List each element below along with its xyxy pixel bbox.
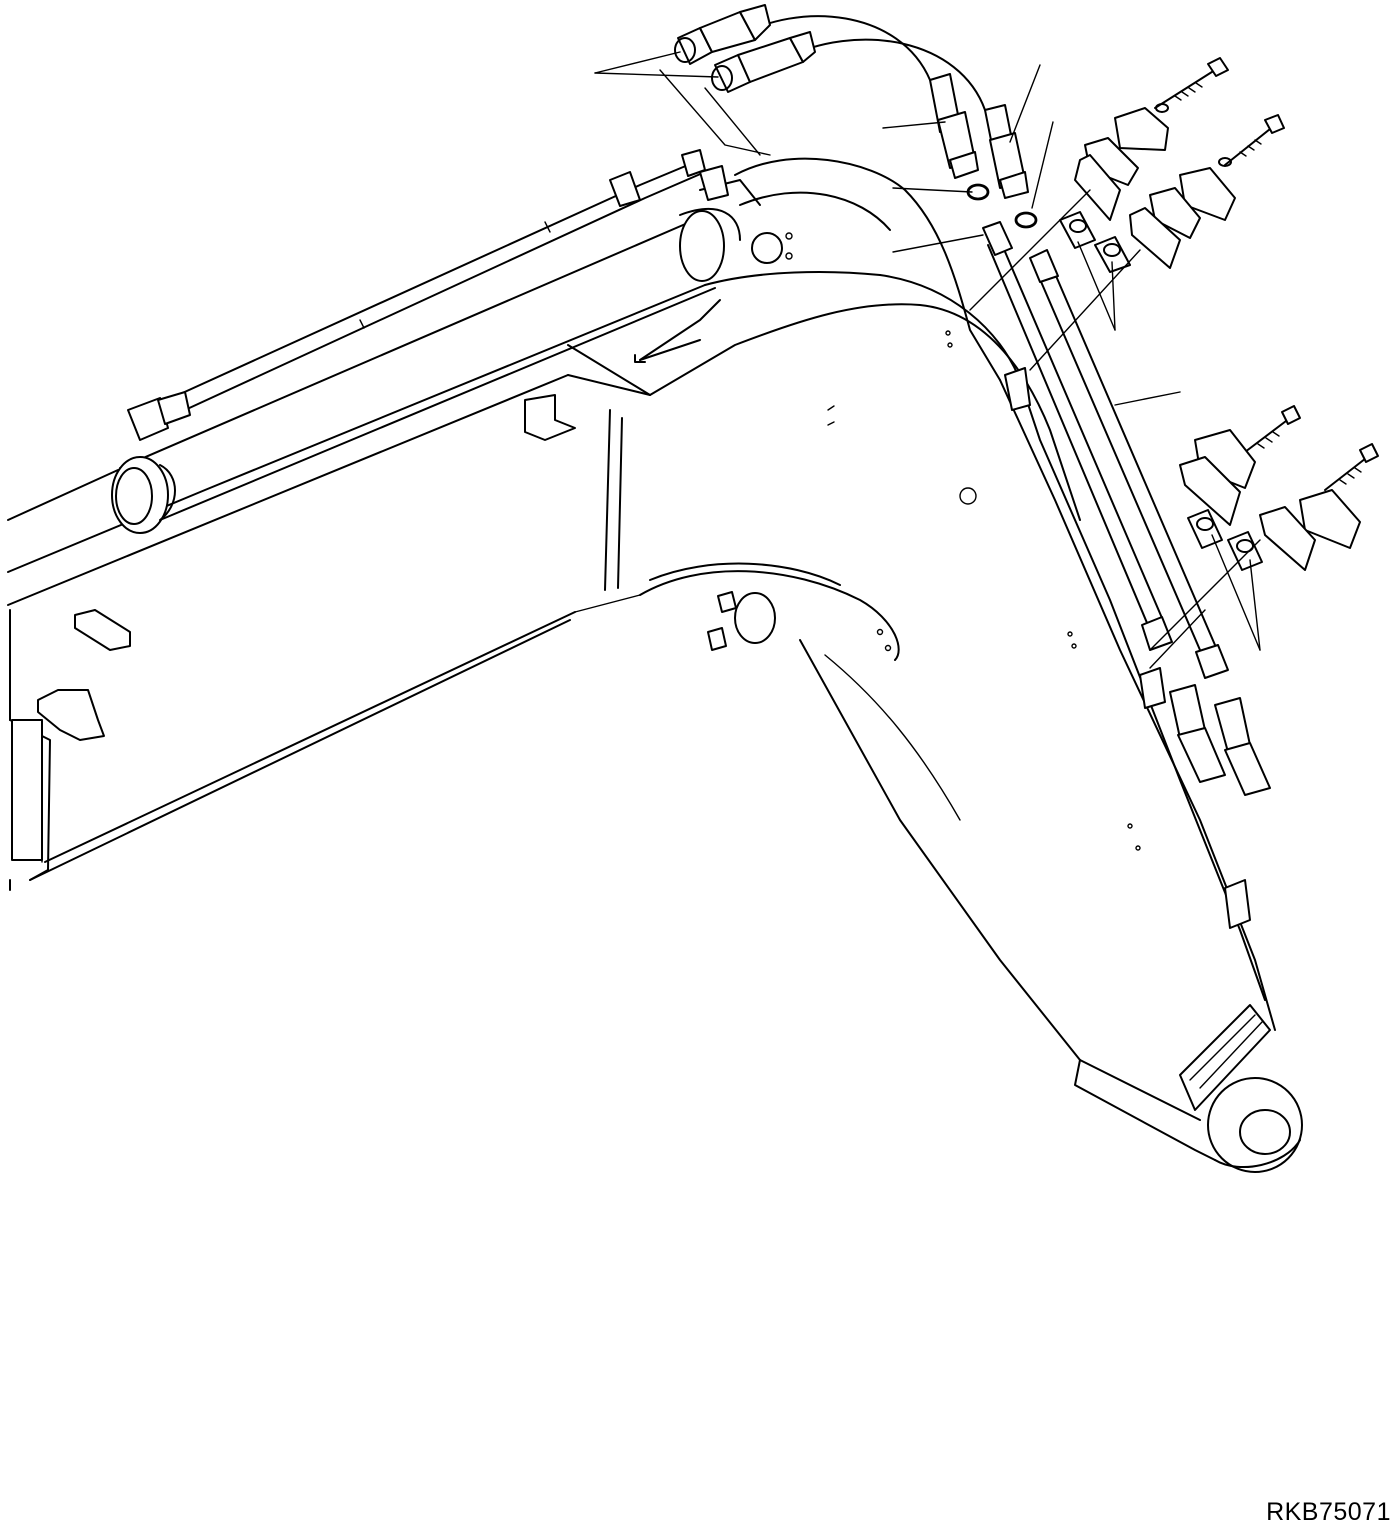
boom-brackets (11, 394, 576, 861)
arm-body (7, 157, 1303, 1173)
callout-leaders (594, 51, 1261, 669)
hose-end-left (929, 73, 979, 179)
elbow-bosses (707, 591, 737, 651)
arm-steel-tubes (982, 221, 1271, 796)
lower-clamps (1179, 405, 1379, 571)
upper-hoses (674, 4, 1029, 199)
upper-clamps (1059, 57, 1285, 273)
drawing-reference-code: RKB75071 (1266, 1498, 1391, 1526)
boom-cylinder (111, 179, 761, 534)
hose-fitting-a (674, 4, 771, 65)
hose-fitting-b (711, 31, 816, 93)
boom-tubes (127, 149, 729, 441)
hose-end-right (984, 104, 1029, 199)
